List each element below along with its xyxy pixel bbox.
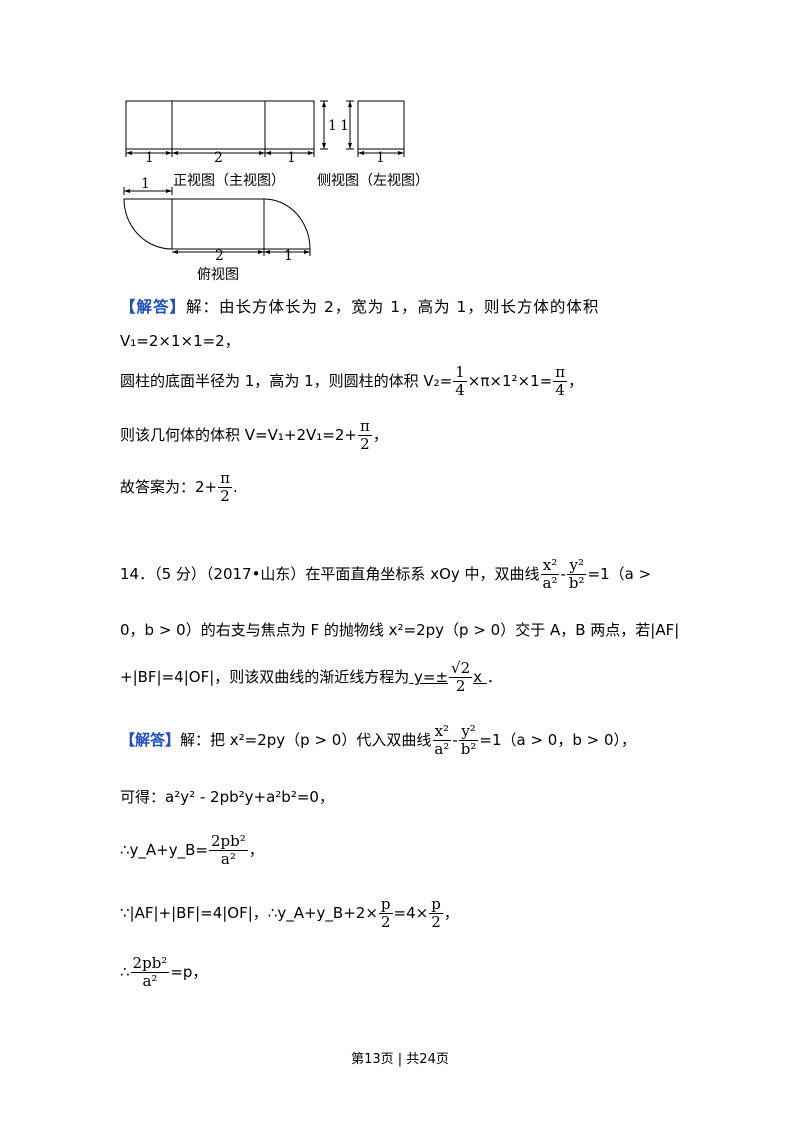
dim-top-left: 1	[141, 176, 150, 192]
three-view-diagram	[123, 100, 405, 256]
q13-line1: 【解答】解：由长方体长为 2，宽为 1，高为 1，则长方体的体积	[120, 298, 600, 316]
dim-front-right: 1	[287, 150, 296, 166]
q13-line2: V₁=2×1×1=2，	[120, 332, 240, 350]
top-view-right-arc	[263, 198, 311, 250]
answer-tag: 【解答】	[120, 298, 187, 316]
sol14-line2: 可得：a²y² - 2pb²y+a²b²=0，	[120, 788, 334, 806]
front-view-caption: 正视图（主视图）	[173, 173, 285, 189]
dim-side-height: 1	[340, 118, 349, 134]
top-view-caption: 俯视图	[197, 267, 239, 283]
top-view-left-arc	[123, 198, 173, 250]
dim-front-left: 1	[145, 150, 154, 166]
dim-top-right: 1	[284, 248, 293, 264]
dim-top-mid: 2	[215, 248, 224, 264]
q14-line2: 0，b > 0）的右支与焦点为 F 的抛物线 x²=2py（p > 0）交于 A…	[120, 621, 680, 639]
top-view-rect	[171, 198, 265, 250]
answer-tag: 【解答】	[120, 731, 181, 749]
dim-side-width: 1	[376, 150, 385, 166]
dim-front-height: 1	[328, 118, 337, 134]
dim-front-mid: 2	[214, 150, 223, 166]
side-view-caption: 侧视图（左视图）	[317, 173, 429, 189]
side-view-rect	[357, 100, 405, 150]
page-footer: 第13页 | 共24页	[351, 1052, 449, 1067]
front-view-rect	[125, 100, 315, 150]
